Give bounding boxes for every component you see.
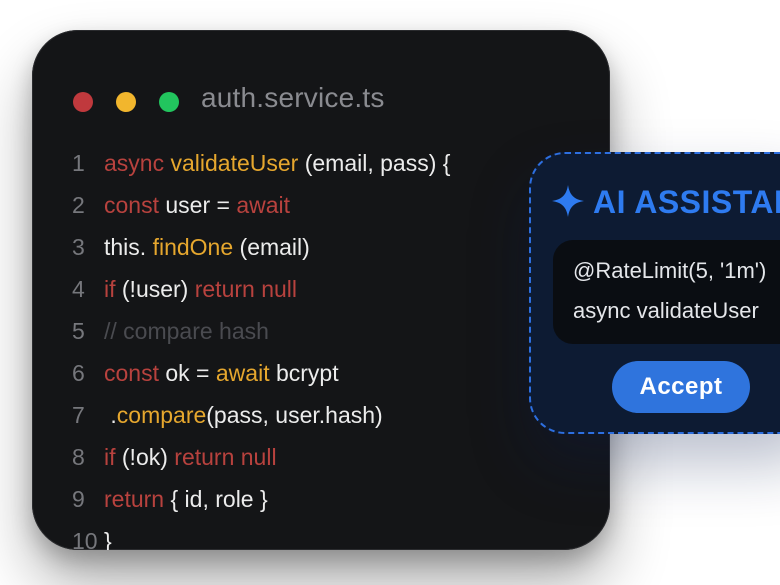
code-text: .compare(pass, user.hash) [104, 398, 383, 432]
code-token: return [104, 486, 165, 512]
code-token: } [104, 528, 112, 550]
code-text: // compare hash [104, 314, 269, 348]
code-text: if (!user) return null [104, 272, 297, 306]
code-text: async validateUser (email, pass) { [104, 146, 450, 180]
assistant-title: AI ASSISTANT [593, 184, 780, 220]
line-number: 5 [72, 318, 85, 344]
code-line: 5 // compare hash [32, 314, 610, 348]
code-line: 4 if (!user) return null [32, 272, 610, 306]
code-line: 3 this. findOne (email) [32, 230, 610, 264]
code-token: compare [116, 402, 207, 428]
code-token: async [104, 150, 171, 176]
code-token: // compare hash [104, 318, 269, 344]
code-text: } [104, 524, 112, 550]
line-number: 8 [72, 444, 85, 470]
minimize-window-dot[interactable] [116, 92, 136, 112]
line-number: 2 [72, 192, 85, 218]
code-token: (email, pass) { [298, 150, 451, 176]
code-text: return { id, role } [104, 482, 268, 516]
close-window-dot[interactable] [73, 92, 93, 112]
code-token: this. [104, 234, 153, 260]
code-line: 9 return { id, role } [32, 482, 610, 516]
file-tab-name[interactable]: auth.service.ts [201, 82, 385, 113]
suggestion-line: async validateUser [573, 298, 759, 323]
code-token: await [215, 360, 270, 386]
code-token: (pass, user.hash) [206, 402, 383, 428]
code-token: const [104, 360, 159, 386]
code-line: 2 const user = await [32, 188, 610, 222]
code-suggestion-box: @RateLimit(5, '1m') async validateUser [553, 240, 780, 344]
accept-button[interactable]: Accept [612, 361, 750, 413]
suggestion-line: @RateLimit(5, '1m') [573, 258, 767, 283]
code-token: return null [194, 276, 298, 302]
line-number: 6 [72, 360, 85, 386]
ai-assistant-panel: AI ASSISTANT @RateLimit(5, '1m') async v… [529, 152, 780, 434]
code-token: { id, role } [164, 486, 268, 512]
code-text: if (!ok) return null [104, 440, 277, 474]
code-editor-window: auth.service.ts 1 async validateUser (ema… [32, 30, 610, 550]
code-token: validateUser [170, 150, 299, 176]
line-number: 9 [72, 486, 85, 512]
code-token: (!user) [115, 276, 195, 302]
code-text: this. findOne (email) [104, 230, 310, 264]
code-token: if [104, 276, 116, 302]
line-number: 1 [72, 150, 85, 176]
code-line: 7 .compare(pass, user.hash) [32, 398, 610, 432]
code-token: return null [174, 444, 277, 470]
code-token: . [104, 402, 117, 428]
line-number: 4 [72, 276, 85, 302]
code-line: 1 async validateUser (email, pass) { [32, 146, 610, 180]
code-token: (email) [233, 234, 310, 260]
code-token: user = [158, 192, 237, 218]
code-token: const [104, 192, 159, 218]
code-token: findOne [152, 234, 234, 260]
code-token: bcrypt [269, 360, 339, 386]
code-token: ok = [158, 360, 216, 386]
line-number: 3 [72, 234, 85, 260]
line-number: 7 [72, 402, 85, 428]
code-line: 6 const ok = await bcrypt [32, 356, 610, 390]
line-number: 10 [72, 528, 98, 550]
sparkle-icon [552, 185, 584, 217]
code-token: if [104, 444, 116, 470]
code-text: const user = await [104, 188, 290, 222]
code-text: const ok = await bcrypt [104, 356, 339, 390]
code-line: 8 if (!ok) return null [32, 440, 610, 474]
editor-titlebar: auth.service.ts [32, 30, 610, 114]
code-token: (!ok) [115, 444, 175, 470]
maximize-window-dot[interactable] [159, 92, 179, 112]
code-line: 10} [32, 524, 610, 550]
code-token: await [236, 192, 291, 218]
